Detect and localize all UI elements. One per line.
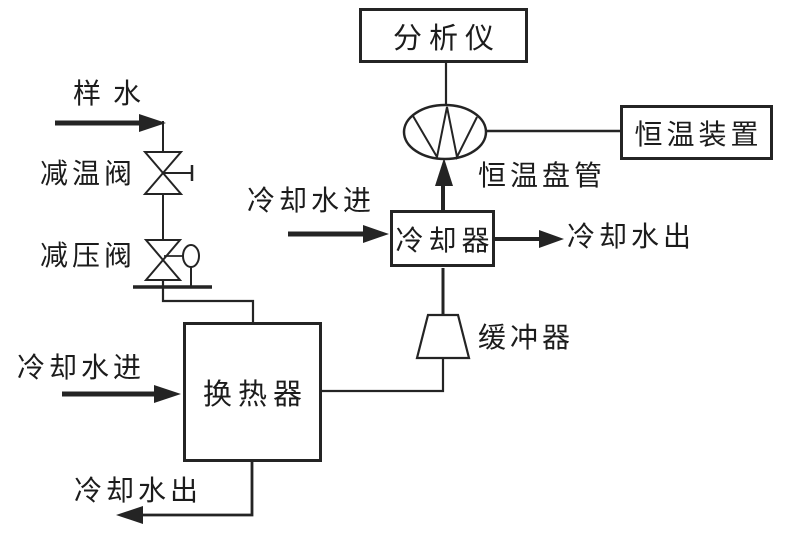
cooler-label: 冷却器 — [395, 223, 495, 257]
cooling-water-out-right-arrow — [495, 230, 564, 248]
analyzer-box: 分析仪 — [359, 8, 528, 63]
sample-water-flow-arrow — [55, 114, 166, 153]
heat-exchanger-box: 换热器 — [183, 322, 322, 462]
pressure-reducing-valve-icon — [133, 239, 212, 289]
heat-exchanger-label: 换热器 — [202, 377, 308, 411]
cooling-water-in-top-label: 冷却水进 — [247, 184, 376, 217]
cooler-to-coil-arrow — [435, 158, 453, 210]
cooling-water-in-left-label: 冷却水进 — [17, 351, 146, 384]
analyzer-label: 分析仪 — [392, 20, 501, 55]
pipe-heat-exchanger-to-buffer — [322, 359, 445, 393]
cooling-water-out-bottom-arrow — [116, 461, 254, 524]
buffer-icon — [415, 313, 471, 360]
cooling-water-out-right-label: 冷却水出 — [567, 220, 696, 253]
pipe-valve-to-heat-exchanger — [161, 280, 255, 322]
thermostat-coil-icon — [402, 103, 488, 161]
cooling-water-in-left-arrow — [62, 385, 181, 403]
temp-reducing-valve-label: 减温阀 — [40, 157, 137, 190]
cooler-box: 冷却器 — [390, 210, 495, 267]
sample-water-label: 样水 — [73, 77, 154, 110]
valve-actuator-icon — [182, 244, 200, 268]
thermostat-coil-label: 恒温盘管 — [478, 159, 607, 192]
pressure-reducing-valve-label: 减压阀 — [40, 239, 137, 272]
buffer-label: 缓冲器 — [478, 321, 575, 354]
thermostat-device-label: 恒温装置 — [634, 117, 763, 151]
cooling-water-in-top-arrow — [288, 225, 389, 243]
temp-reducing-valve-icon — [142, 151, 194, 195]
thermostat-device-box: 恒温装置 — [620, 105, 773, 160]
cooling-water-out-bottom-label: 冷却水出 — [74, 474, 203, 507]
